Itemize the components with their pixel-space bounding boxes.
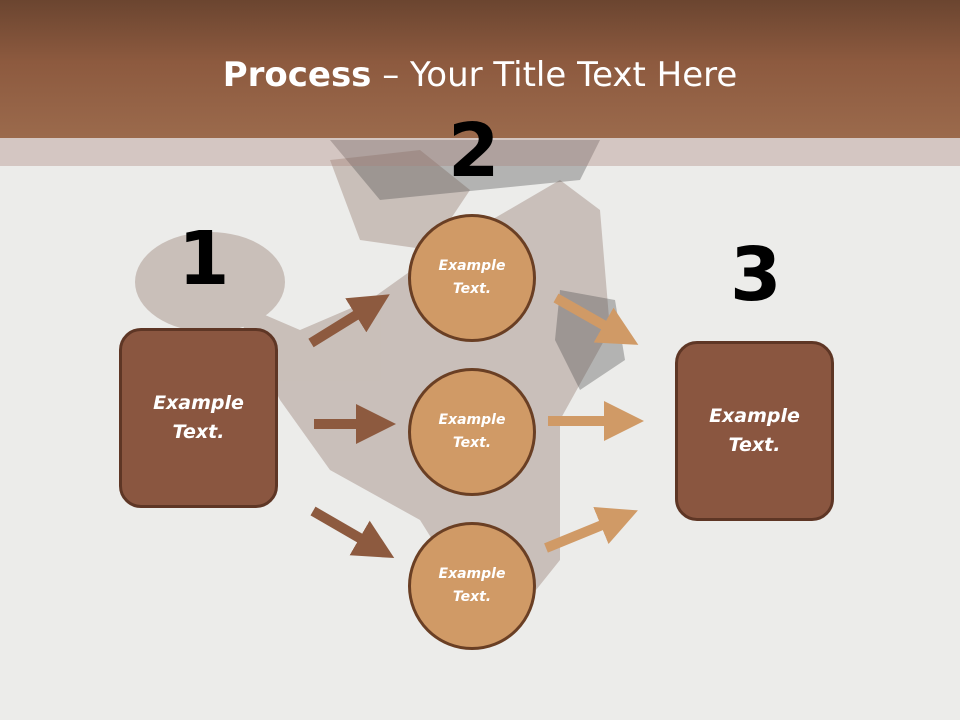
circle-middle-text: Example Text. bbox=[438, 412, 506, 451]
slide-title: Process – Your Title Text Here bbox=[0, 52, 960, 98]
arrow-left-top bbox=[308, 294, 390, 348]
title-bold: Process bbox=[222, 55, 372, 95]
step-number-2: 2 bbox=[448, 108, 500, 194]
circle-top-text: Example Text. bbox=[438, 258, 506, 297]
title-bar bbox=[0, 0, 960, 138]
title-accent-strip bbox=[0, 138, 960, 166]
step-3-text: Example Text. bbox=[709, 405, 800, 456]
step-1-text: Example Text. bbox=[153, 392, 244, 443]
step-2-circle-middle: Example Text. bbox=[408, 368, 536, 496]
arrow-right-bottom bbox=[544, 507, 638, 553]
step-2-circle-top: Example Text. bbox=[408, 214, 536, 342]
arrow-left-bottom bbox=[310, 506, 395, 559]
step-3-box: Example Text. bbox=[675, 341, 834, 521]
step-number-3: 3 bbox=[730, 232, 782, 318]
step-2-circle-bottom: Example Text. bbox=[408, 522, 536, 650]
arrow-right-top bbox=[553, 293, 639, 345]
step-number-1: 1 bbox=[178, 216, 230, 302]
step-1-box: Example Text. bbox=[119, 328, 278, 508]
circle-bottom-text: Example Text. bbox=[438, 566, 506, 605]
title-rest: – Your Title Text Here bbox=[371, 55, 738, 95]
